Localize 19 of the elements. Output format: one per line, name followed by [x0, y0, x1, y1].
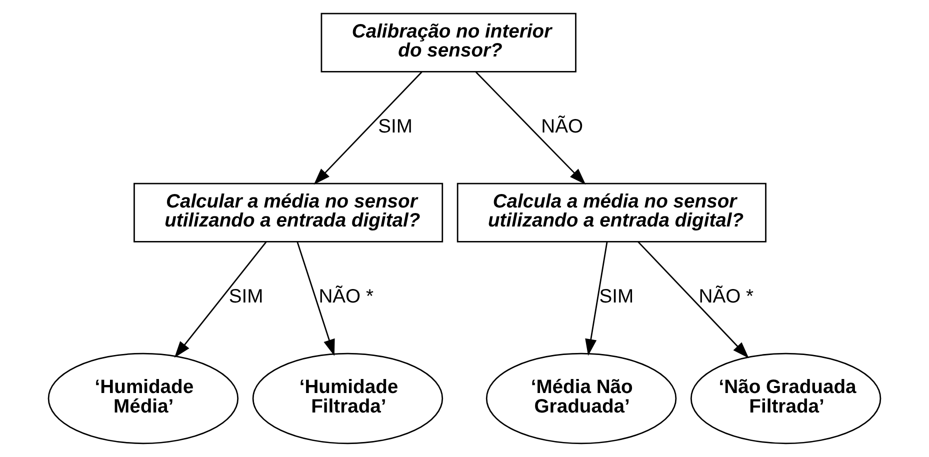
edge-label: NÃO * — [698, 286, 754, 308]
edge-label: SIM — [378, 116, 412, 138]
node-ellipse: ‘Não Graduada Filtrada’ — [690, 352, 882, 444]
node-box: Calibração no interior do sensor? — [320, 12, 576, 72]
node-box: Calcula a média no sensor utilizando a entrada digital? — [456, 182, 766, 242]
edge-label: SIM — [599, 286, 634, 308]
node-ellipse: ‘Humidade Média’ — [48, 352, 239, 444]
edge-label: SIM — [228, 286, 264, 308]
arrow — [314, 72, 422, 185]
node-box: Calcular a média no sensor utilizando a entrada digital? — [134, 182, 444, 242]
edge-label: NÃO * — [318, 286, 374, 308]
arrow — [174, 241, 267, 358]
node-ellipse: ‘Média Não Graduada’ — [486, 352, 677, 444]
arrow — [585, 242, 608, 356]
arrow — [638, 241, 749, 358]
arrow — [296, 242, 335, 356]
arrow — [475, 72, 586, 185]
node-ellipse: ‘Humidade Filtrada’ — [252, 352, 444, 444]
edge-label: NÃO — [541, 116, 584, 138]
